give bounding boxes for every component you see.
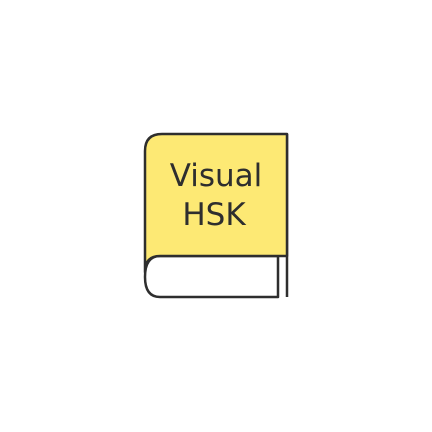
logo-title-line1: Visual <box>170 158 263 194</box>
book-cover <box>143 132 289 274</box>
book-pages <box>143 254 280 299</box>
logo-title-line2: HSK <box>182 197 246 233</box>
